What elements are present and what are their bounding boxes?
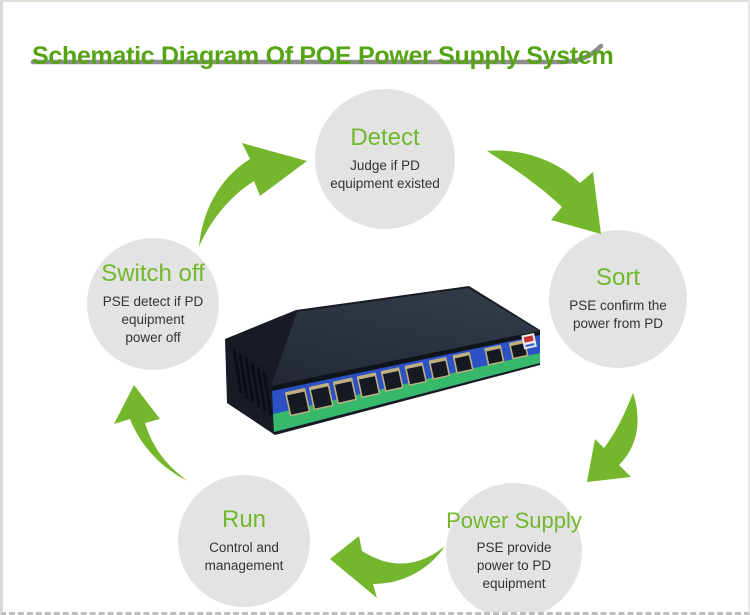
poe-switch-image [225,286,540,435]
step-circle-sort: Sort PSE confirm the power from PD [549,230,687,368]
switch-vents [232,348,273,417]
rj45-port-icon [508,339,529,360]
rj45-port-icon [356,372,381,399]
step-title-power-supply: Power Supply [446,508,582,534]
switch-logo-icon [521,332,537,350]
page-title: Schematic Diagram Of POE Power Supply Sy… [32,41,614,70]
switch-body [225,286,540,435]
arrow-detect-to-sort-icon [487,150,601,234]
step-circle-switch-off: Switch off PSE detect if PD equipment po… [87,238,219,370]
switch-front-lip [271,331,540,391]
rj45-port-icon [452,351,474,374]
step-title-detect: Detect [350,124,420,152]
rj45-port-icon [380,367,404,392]
step-circle-detect: Detect Judge if PD equipment existed [315,89,455,229]
arrow-run-to-switch-off-icon [114,385,188,481]
rj45-port-icon [308,382,334,411]
arrow-power-supply-to-run-icon [330,536,445,598]
step-title-switch-off: Switch off [101,260,205,288]
step-desc-detect: Judge if PD equipment existed [330,158,440,192]
step-desc-switch-off: PSE detect if PD equipment power off [102,294,204,345]
rj45-port-icon [284,388,311,417]
switch-green-strip [273,353,540,432]
step-desc-sort: PSE confirm the power from PD [569,298,667,332]
switch-ports [284,339,529,417]
step-circle-power-supply: Power Supply PSE provide power to PD equ… [446,483,582,612]
rj45-port-icon [428,356,451,380]
step-desc-power-supply: PSE provide power to PD equipment [476,540,552,591]
switch-front-panel [272,335,540,432]
step-title-sort: Sort [595,264,640,292]
step-title-run: Run [221,506,267,534]
step-circle-run: Run Control and management [178,475,310,607]
rj45-port-icon [484,344,505,366]
rj45-port-icon [332,377,357,405]
step-desc-run: Control and management [204,540,284,574]
arrow-switch-off-to-detect-icon [199,143,307,247]
switch-top-face [271,288,539,386]
arrow-sort-to-power-supply-icon [587,393,638,482]
rj45-port-icon [404,362,427,386]
